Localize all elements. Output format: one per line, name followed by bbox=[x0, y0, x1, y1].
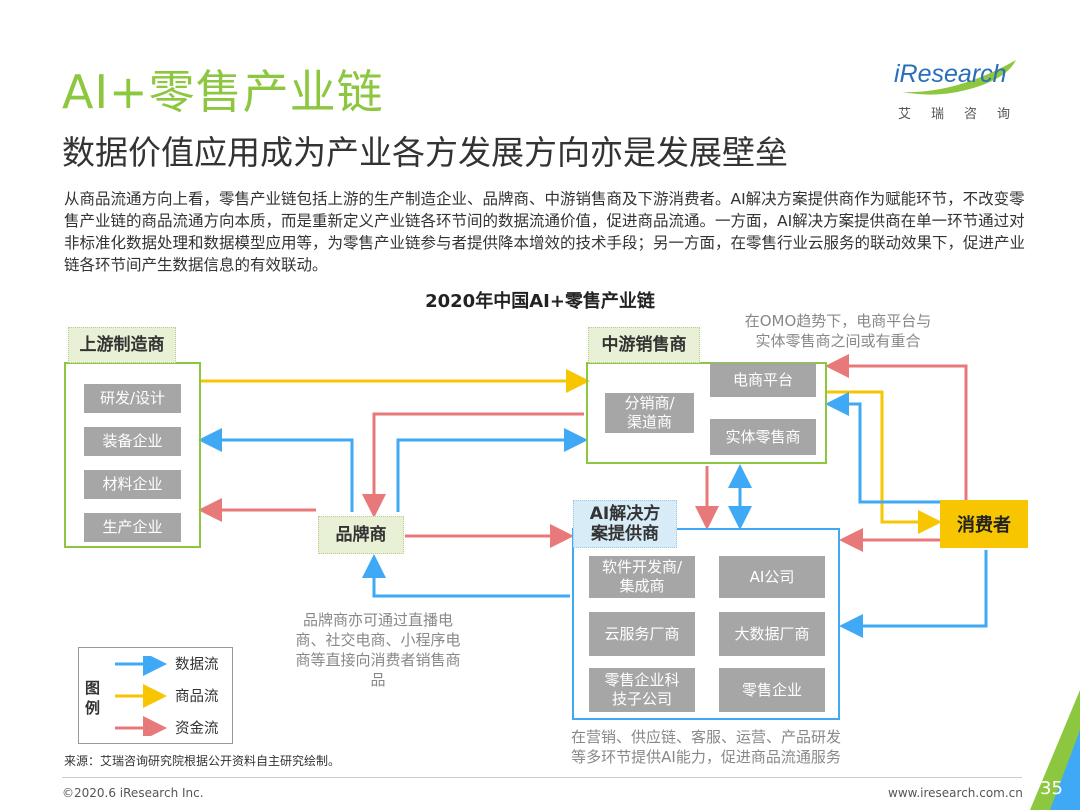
omo-note: 在OMO趋势下，电商平台与 实体零售商之间或有重合 bbox=[744, 312, 932, 350]
legend-arrows bbox=[115, 656, 167, 736]
footer-divider bbox=[62, 777, 1022, 778]
data-flow-consumer-to-ai bbox=[839, 550, 988, 638]
ai-provider-item: 云服务厂商 bbox=[589, 612, 695, 656]
page-subtitle: 数据价值应用成为产业各方发展方向亦是发展壁垒 bbox=[62, 133, 788, 172]
corner-decoration-icon bbox=[1030, 690, 1080, 810]
legend-label-money: 资金流 bbox=[175, 721, 219, 737]
legend-label-data: 数据流 bbox=[175, 657, 219, 673]
legend: 图例 数据流 商品流 资金流 bbox=[78, 647, 233, 744]
money-flow-consumer-to-midstream bbox=[825, 354, 968, 500]
distributor-node: 分销商/ 渠道商 bbox=[605, 393, 694, 433]
ai-provider-item: 软件开发商/ 集成商 bbox=[589, 556, 695, 598]
ai-provider-item: 零售企业 bbox=[719, 668, 825, 712]
page-title: AI+零售产业链 bbox=[62, 65, 384, 119]
ai-provider-item: 零售企业科 技子公司 bbox=[589, 668, 695, 712]
data-flow-ai-to-brand bbox=[362, 554, 570, 598]
money-flow-midstream-to-brand bbox=[362, 412, 584, 518]
ai-provider-item: AI公司 bbox=[719, 556, 825, 598]
upstream-item: 研发/设计 bbox=[84, 384, 181, 413]
logo-subtitle: 艾瑞咨询 bbox=[898, 107, 1031, 122]
data-flow-consumer-to-midstream bbox=[825, 392, 940, 504]
intro-paragraph: 从商品流通方向上看，零售产业链包括上游的生产制造企业、品牌商、中游销售商及下游消… bbox=[64, 190, 1026, 274]
ai-provider-box bbox=[572, 528, 840, 720]
data-flow-brand-to-upstream bbox=[198, 428, 354, 512]
upstream-item: 装备企业 bbox=[84, 427, 181, 456]
copyright: ©2020.6 iResearch Inc. bbox=[62, 786, 204, 800]
ai-provider-label: AI解决方 案提供商 bbox=[573, 500, 677, 548]
website: www.iresearch.com.cn bbox=[888, 786, 1023, 800]
ai-note: 在营销、供应链、客服、运营、产品研发 等多环节提供AI能力，促进商品流通服务 bbox=[570, 728, 841, 766]
page-number: 35 bbox=[1040, 778, 1063, 799]
data-flow-brand-to-midstream bbox=[396, 428, 588, 512]
upstream-item: 生产企业 bbox=[84, 513, 181, 542]
legend-label-goods: 商品流 bbox=[175, 689, 219, 705]
midstream-label: 中游销售商 bbox=[588, 327, 700, 363]
consumer-node: 消费者 bbox=[940, 500, 1028, 548]
upstream-box bbox=[64, 362, 201, 548]
ecommerce-node: 电商平台 bbox=[710, 363, 816, 397]
upstream-label: 上游制造商 bbox=[68, 327, 176, 363]
brand-note: 品牌商亦可通过直播电 商、社交电商、小程序电 商等直接向消费者销售商 品 bbox=[295, 611, 461, 689]
physical-retail-node: 实体零售商 bbox=[710, 419, 816, 455]
legend-title: 图例 bbox=[85, 679, 101, 717]
diagram-title: 2020年中国AI+零售产业链 bbox=[425, 291, 655, 312]
ai-provider-item: 大数据厂商 bbox=[719, 612, 825, 656]
upstream-item: 材料企业 bbox=[84, 470, 181, 499]
source-note: 来源：艾瑞咨询研究院根据公开资料自主研究绘制。 bbox=[64, 754, 341, 768]
goods-flow-midstream-to-consumer bbox=[825, 390, 942, 534]
brand-node: 品牌商 bbox=[318, 516, 404, 554]
logo-swoosh-icon bbox=[902, 60, 1016, 95]
logo-wordmark: iResearch bbox=[894, 60, 1007, 88]
midstream-box bbox=[586, 362, 827, 464]
